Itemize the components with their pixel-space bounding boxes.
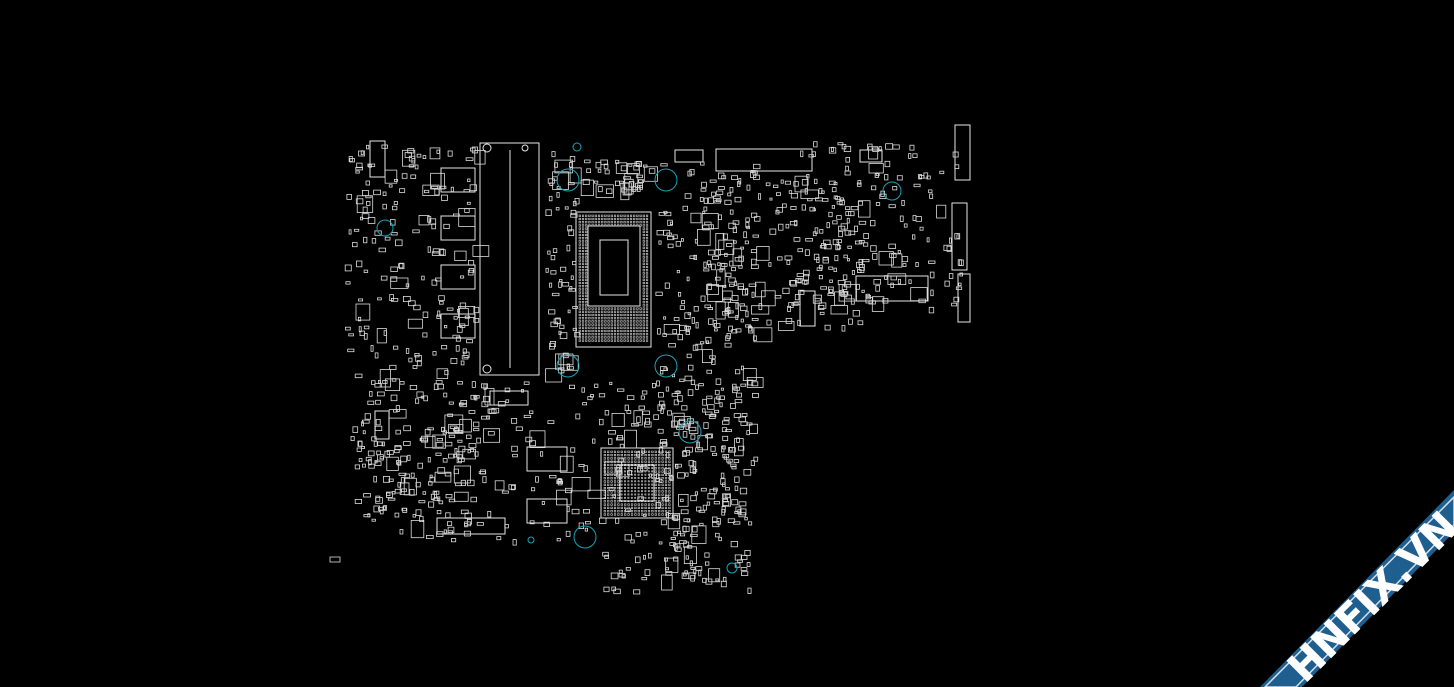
memory-chips[interactable] [440, 167, 568, 524]
pch-bga-package[interactable] [600, 447, 674, 519]
pch-pin-grid [603, 450, 671, 516]
mounting-holes[interactable] [376, 142, 902, 574]
connectors[interactable] [369, 124, 971, 535]
cpu-bga-package[interactable] [575, 211, 652, 348]
memory-slot[interactable] [479, 142, 540, 376]
cpu-pin-grid [578, 214, 649, 342]
